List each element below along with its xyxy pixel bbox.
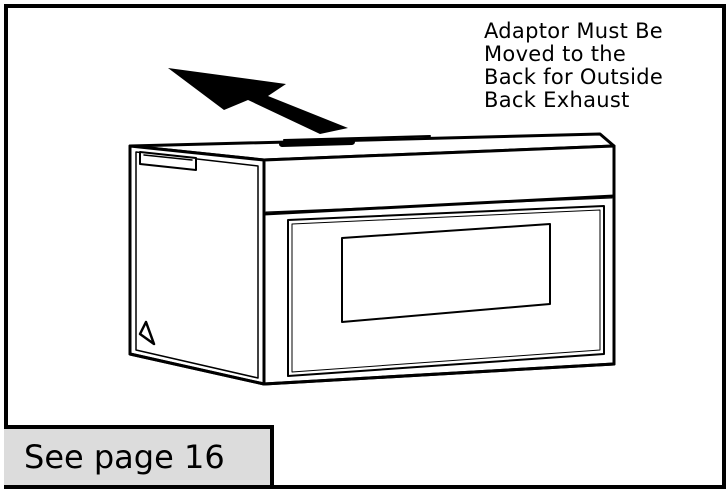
adaptor-callout: Adaptor Must Be Moved to the Back for Ou… bbox=[484, 20, 714, 112]
direction-arrow bbox=[168, 68, 348, 134]
page-reference-label[interactable]: See page 16 bbox=[24, 438, 225, 476]
callout-line-2: Moved to the bbox=[484, 42, 627, 66]
page-reference-box: See page 16 bbox=[4, 425, 274, 485]
callout-line-3: Back for Outside bbox=[484, 65, 664, 89]
microwave-oven bbox=[128, 132, 616, 386]
callout-line-4: Back Exhaust bbox=[484, 88, 630, 112]
callout-line-1: Adaptor Must Be bbox=[484, 19, 664, 43]
